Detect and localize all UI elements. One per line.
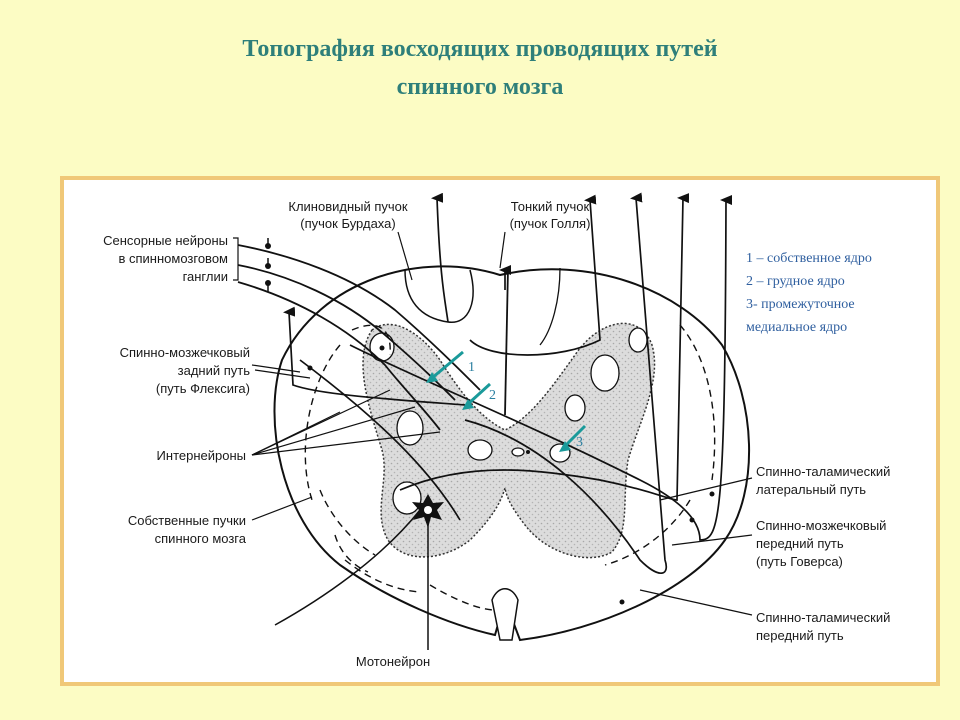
label-interneurons: Интернейроны (157, 448, 246, 463)
marker-2: 2 (489, 388, 496, 403)
label-gracile-1: Тонкий пучок (511, 199, 590, 214)
legend-item-2: 2 – грудное ядро (746, 274, 845, 289)
fiber-to-gray (299, 359, 461, 521)
tract-boundaries (304, 324, 716, 611)
ganglion-neurons-icon (265, 238, 271, 292)
label-gowers-2: передний путь (756, 536, 844, 551)
label-lat-spinothalamic-2: латеральный путь (756, 482, 866, 497)
legend-item-1: 1 – собственное ядро (746, 251, 872, 266)
cuneate-tract-arrow (431, 192, 449, 323)
leader-lines (251, 231, 753, 616)
title-line-2: спинного мозга (396, 74, 564, 100)
label-proper-fasciculi-1: Собственные пучки (128, 513, 246, 528)
label-proper-fasciculi-2: спинного мозга (155, 531, 247, 546)
flechsig-tract-arrow (283, 306, 466, 406)
label-ant-spinothalamic-1: Спинно-таламический (756, 610, 890, 625)
legend-item-3b: медиальное ядро (746, 320, 847, 335)
tract-dots (307, 345, 715, 605)
label-flechsig-3: (путь Флексига) (156, 381, 250, 396)
central-canal (511, 447, 525, 457)
nucleus-island (467, 439, 493, 461)
sensory-bracket (233, 237, 239, 281)
slide-title: Топография восходящих проводящих путей с… (0, 30, 960, 106)
interneuron-pointers (251, 389, 441, 456)
label-cuneate-1: Клиновидный пучок (288, 199, 408, 214)
label-flechsig-1: Спинно-мозжечковый (120, 345, 250, 360)
fasciculus-boundary (539, 267, 561, 346)
marker-arrows (426, 350, 587, 452)
label-sensory-3: ганглии (183, 269, 228, 284)
anterior-spinothalamic-arrow (349, 195, 733, 541)
dorsal-column-arrow (469, 194, 601, 356)
label-gracile-2: (пучок Голля) (510, 216, 591, 231)
label-flechsig-2: задний путь (178, 363, 251, 378)
legend-item-3: 3- промежуточное (746, 297, 855, 312)
ascending-tracts (283, 192, 733, 574)
label-motoneuron: Мотонейрон (356, 654, 430, 669)
marker-3: 3 (576, 435, 583, 450)
nucleus-island (396, 410, 424, 446)
label-sensory-1: Сенсорные нейроны (103, 233, 228, 248)
gowers-tract-arrow (464, 192, 668, 574)
nucleus-island (628, 327, 648, 353)
title-line-1: Топография восходящих проводящих путей (242, 36, 718, 62)
posterior-median-septum (504, 267, 509, 416)
nucleus-island (564, 394, 586, 422)
lateral-spinothalamic-arrow (399, 193, 690, 501)
label-sensory-2: в спинномозговом (118, 251, 228, 266)
label-gowers-1: Спинно-мозжечковый (756, 518, 886, 533)
motoneuron-icon (412, 494, 444, 528)
label-gowers-3: (путь Говерса) (756, 554, 843, 569)
nucleus-island (590, 354, 620, 392)
label-cuneate-2: (пучок Бурдаха) (300, 216, 395, 231)
label-ant-spinothalamic-2: передний путь (756, 628, 844, 643)
motoneuron-exit-fiber (274, 509, 421, 626)
label-lat-spinothalamic-1: Спинно-таламический (756, 464, 890, 479)
marker-1: 1 (468, 360, 475, 375)
legend: 1 – собственное ядро 2 – грудное ядро 3-… (746, 251, 872, 335)
anterior-median-fissure (491, 588, 519, 641)
